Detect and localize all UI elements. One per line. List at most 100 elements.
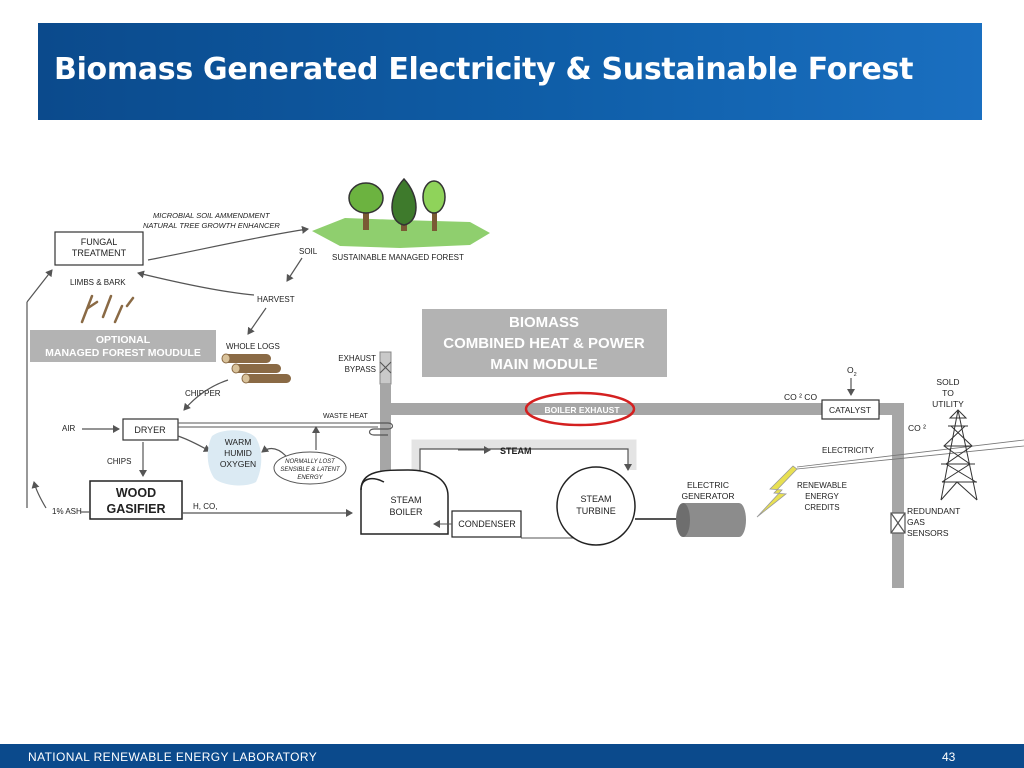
- steam-loop: [419, 448, 632, 474]
- gas-sensors-label: SENSORS: [907, 528, 949, 538]
- forest-grass: [312, 218, 490, 248]
- harvest-to-logs-arrow: [247, 307, 267, 335]
- steam-boiler-label: STEAM: [390, 495, 421, 505]
- boiler-icon: [360, 469, 449, 535]
- sold-to-utility-label: UTILITY: [932, 399, 964, 409]
- steam-turbine-label: STEAM: [580, 494, 611, 504]
- wood-gasifier-label: GASIFIER: [106, 502, 165, 516]
- tree-icon: [422, 180, 446, 231]
- renewable-credits-label: RENEWABLE: [797, 481, 847, 490]
- lost-energy-label: NORMALLY LOST: [285, 459, 336, 465]
- air-label: AIR: [62, 424, 76, 433]
- renewable-credits-label: ENERGY: [805, 492, 839, 501]
- exhaust-pipe-horizontal: [380, 403, 904, 415]
- turbine-icon: [556, 466, 636, 546]
- ash-curve: [31, 481, 47, 509]
- lightning-icon: [756, 465, 798, 518]
- sold-to-utility-label: TO: [942, 388, 954, 398]
- soil-amendment-label: MICROBIAL SOIL AMMENDMENT: [153, 211, 271, 220]
- harvest-label: HARVEST: [257, 295, 295, 304]
- warm-humid-label: WARM: [225, 437, 252, 447]
- footer-bar: NATIONAL RENEWABLE ENERGY LABORATORY 43: [0, 744, 1024, 768]
- transmission-tower-icon: [940, 409, 978, 501]
- exhaust-pipe-vertical: [380, 384, 391, 480]
- power-line: [796, 445, 1024, 470]
- heat-exchanger-icon: [368, 422, 394, 436]
- steam-loop-back: [411, 439, 637, 476]
- optional-module-box: [30, 330, 216, 362]
- wood-gasifier-box: [89, 480, 183, 520]
- lost-energy-label: ENERGY: [297, 475, 323, 481]
- whole-logs-label: WHOLE LOGS: [226, 342, 280, 351]
- tree-icon: [348, 182, 384, 230]
- warm-humid-vapor: [207, 430, 262, 486]
- main-module-label: MAIN MODULE: [490, 356, 598, 373]
- return-arrow: [26, 269, 53, 303]
- exhaust-bypass-label: BYPASS: [345, 365, 376, 374]
- logs-to-chipper-arrow: [183, 379, 229, 411]
- forest-label: SUSTAINABLE MANAGED FOREST: [332, 253, 464, 262]
- electric-generator-label: GENERATOR: [681, 491, 734, 501]
- co2co-label: CO ² CO: [784, 392, 817, 402]
- optional-module-label: MANAGED FOREST MOUDULE: [45, 347, 201, 359]
- gas-sensors-label: REDUNDANT: [907, 506, 960, 516]
- wood-gasifier-label: WOOD: [116, 486, 156, 500]
- lost-energy-ellipse: [273, 451, 347, 485]
- main-module-box: [422, 309, 667, 377]
- optional-module-label: OPTIONAL: [96, 334, 151, 346]
- catalyst-label: CATALYST: [829, 405, 871, 415]
- footer-organization: NATIONAL RENEWABLE ENERGY LABORATORY: [28, 750, 318, 764]
- renewable-credits-label: CREDITS: [804, 503, 839, 512]
- dryer-box: [122, 418, 179, 441]
- power-line: [796, 439, 1024, 468]
- soil-label: SOIL: [299, 247, 318, 256]
- tree-icon: [391, 177, 417, 231]
- lost-energy-arrow: [261, 445, 287, 457]
- main-module-label: BIOMASS: [509, 314, 579, 331]
- soil-amendment-label: NATURAL TREE GROWTH ENHANCER: [143, 221, 280, 230]
- amendment-arrow: [147, 225, 309, 261]
- valve-icon: [890, 512, 906, 534]
- gas-output-label: H, CO,: [193, 502, 217, 511]
- limbs-bark-label: LIMBS & BARK: [70, 278, 126, 287]
- sold-to-utility-label: SOLD: [936, 377, 959, 387]
- title-bar: Biomass Generated Electricity & Sustaina…: [38, 23, 982, 120]
- gas-sensors-label: GAS: [907, 517, 925, 527]
- biomass-diagram: SUSTAINABLE MANAGED FOREST MICROBIAL SOI…: [26, 177, 1024, 588]
- catalyst-box: [821, 399, 880, 420]
- main-module-label: COMBINED HEAT & POWER: [443, 335, 645, 352]
- harvest-to-limbs-arrow: [137, 270, 255, 296]
- slide-title: Biomass Generated Electricity & Sustaina…: [54, 52, 914, 87]
- log-icon: [221, 353, 291, 384]
- boiler-exhaust-highlight: [524, 391, 636, 427]
- electricity-label: ELECTRICITY: [822, 446, 875, 455]
- page-number: 43: [942, 750, 956, 764]
- fungal-treatment-label: FUNGAL: [81, 237, 118, 247]
- chips-label: CHIPS: [107, 457, 131, 466]
- o2-label: O2: [847, 365, 857, 378]
- limbs-bark-icon: [80, 294, 135, 324]
- boiler-exhaust-label: BOILER EXHAUST: [544, 405, 620, 415]
- ash-label: 1% ASH: [52, 507, 82, 516]
- lost-energy-label: SENSIBLE & LATENT: [280, 467, 341, 473]
- dryer-to-vapor-arrow: [177, 435, 211, 452]
- forest-group: SUSTAINABLE MANAGED FOREST: [312, 177, 490, 262]
- dryer-label: DRYER: [134, 425, 166, 435]
- co2-label: CO ²: [908, 423, 926, 433]
- soil-arrow: [286, 257, 303, 282]
- generator-icon: [676, 503, 746, 537]
- exhaust-bypass-label: EXHAUST: [338, 354, 376, 363]
- steam-label: STEAM: [500, 446, 532, 456]
- steam-turbine-label: TURBINE: [576, 506, 616, 516]
- chipper-label: CHIPPER: [185, 389, 221, 398]
- condenser-label: CONDENSER: [458, 519, 516, 529]
- fungal-treatment-label: TREATMENT: [72, 248, 127, 258]
- warm-humid-label: HUMID: [224, 448, 252, 458]
- exhaust-pipe-stack: [892, 403, 904, 588]
- valve-icon: [379, 361, 392, 374]
- waste-heat-label: WASTE HEAT: [323, 413, 368, 420]
- electric-generator-label: ELECTRIC: [687, 480, 729, 490]
- steam-boiler-label: BOILER: [389, 507, 423, 517]
- fungal-treatment-box: [54, 231, 144, 266]
- warm-humid-label: OXYGEN: [220, 459, 256, 469]
